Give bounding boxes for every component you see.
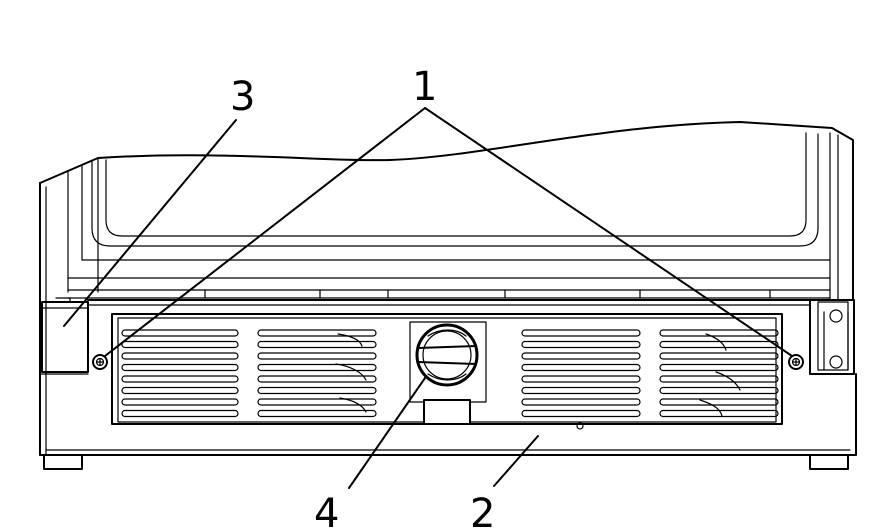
- lower-frame: [39, 299, 857, 470]
- left-side-block: [41, 297, 89, 373]
- vent-slot: [257, 375, 377, 383]
- vent-slot: [659, 352, 779, 360]
- callout-1: 1: [412, 64, 437, 110]
- vent-slot: [121, 363, 239, 372]
- vent-slots: [121, 329, 779, 418]
- callout-4: 4: [314, 491, 339, 529]
- right-side-bracket: [809, 299, 855, 375]
- callout-labels: 1 3 4 2: [230, 64, 495, 529]
- callout-2: 2: [470, 491, 495, 529]
- vent-slot: [521, 375, 641, 383]
- vent-slot: [121, 398, 239, 406]
- vent-slot: [659, 375, 779, 383]
- vent-slot: [521, 340, 641, 349]
- vent-slot: [257, 340, 377, 349]
- screw-right: [788, 354, 804, 370]
- vent-slot: [659, 386, 779, 395]
- vent-slot: [121, 352, 239, 360]
- vent-slot: [257, 352, 377, 360]
- vent-slot: [521, 363, 641, 372]
- vent-slot: [521, 329, 641, 337]
- vent-slot: [121, 329, 239, 337]
- vent-slot: [521, 398, 641, 406]
- vent-slot: [659, 398, 779, 406]
- callout-3: 3: [230, 74, 255, 120]
- vent-slot: [121, 386, 239, 395]
- vent-slot: [121, 375, 239, 383]
- vent-slot: [257, 329, 377, 337]
- vent-slot: [121, 409, 239, 418]
- vent-slot: [121, 340, 239, 349]
- vent-slot: [659, 329, 779, 337]
- leader-lines: [63, 107, 793, 489]
- vent-slot: [257, 398, 377, 406]
- vent-slot: [521, 409, 641, 418]
- fan-blades: [335, 333, 741, 417]
- vent-slot: [257, 409, 377, 418]
- vent-slot: [659, 363, 779, 372]
- vent-slot: [659, 409, 779, 418]
- vent-slot: [521, 352, 641, 360]
- vent-slot: [257, 386, 377, 395]
- screw-left: [92, 354, 108, 370]
- vent-slot: [257, 363, 377, 372]
- vent-slot: [659, 340, 779, 349]
- vent-slot: [521, 386, 641, 395]
- rotary-knob: [409, 321, 487, 425]
